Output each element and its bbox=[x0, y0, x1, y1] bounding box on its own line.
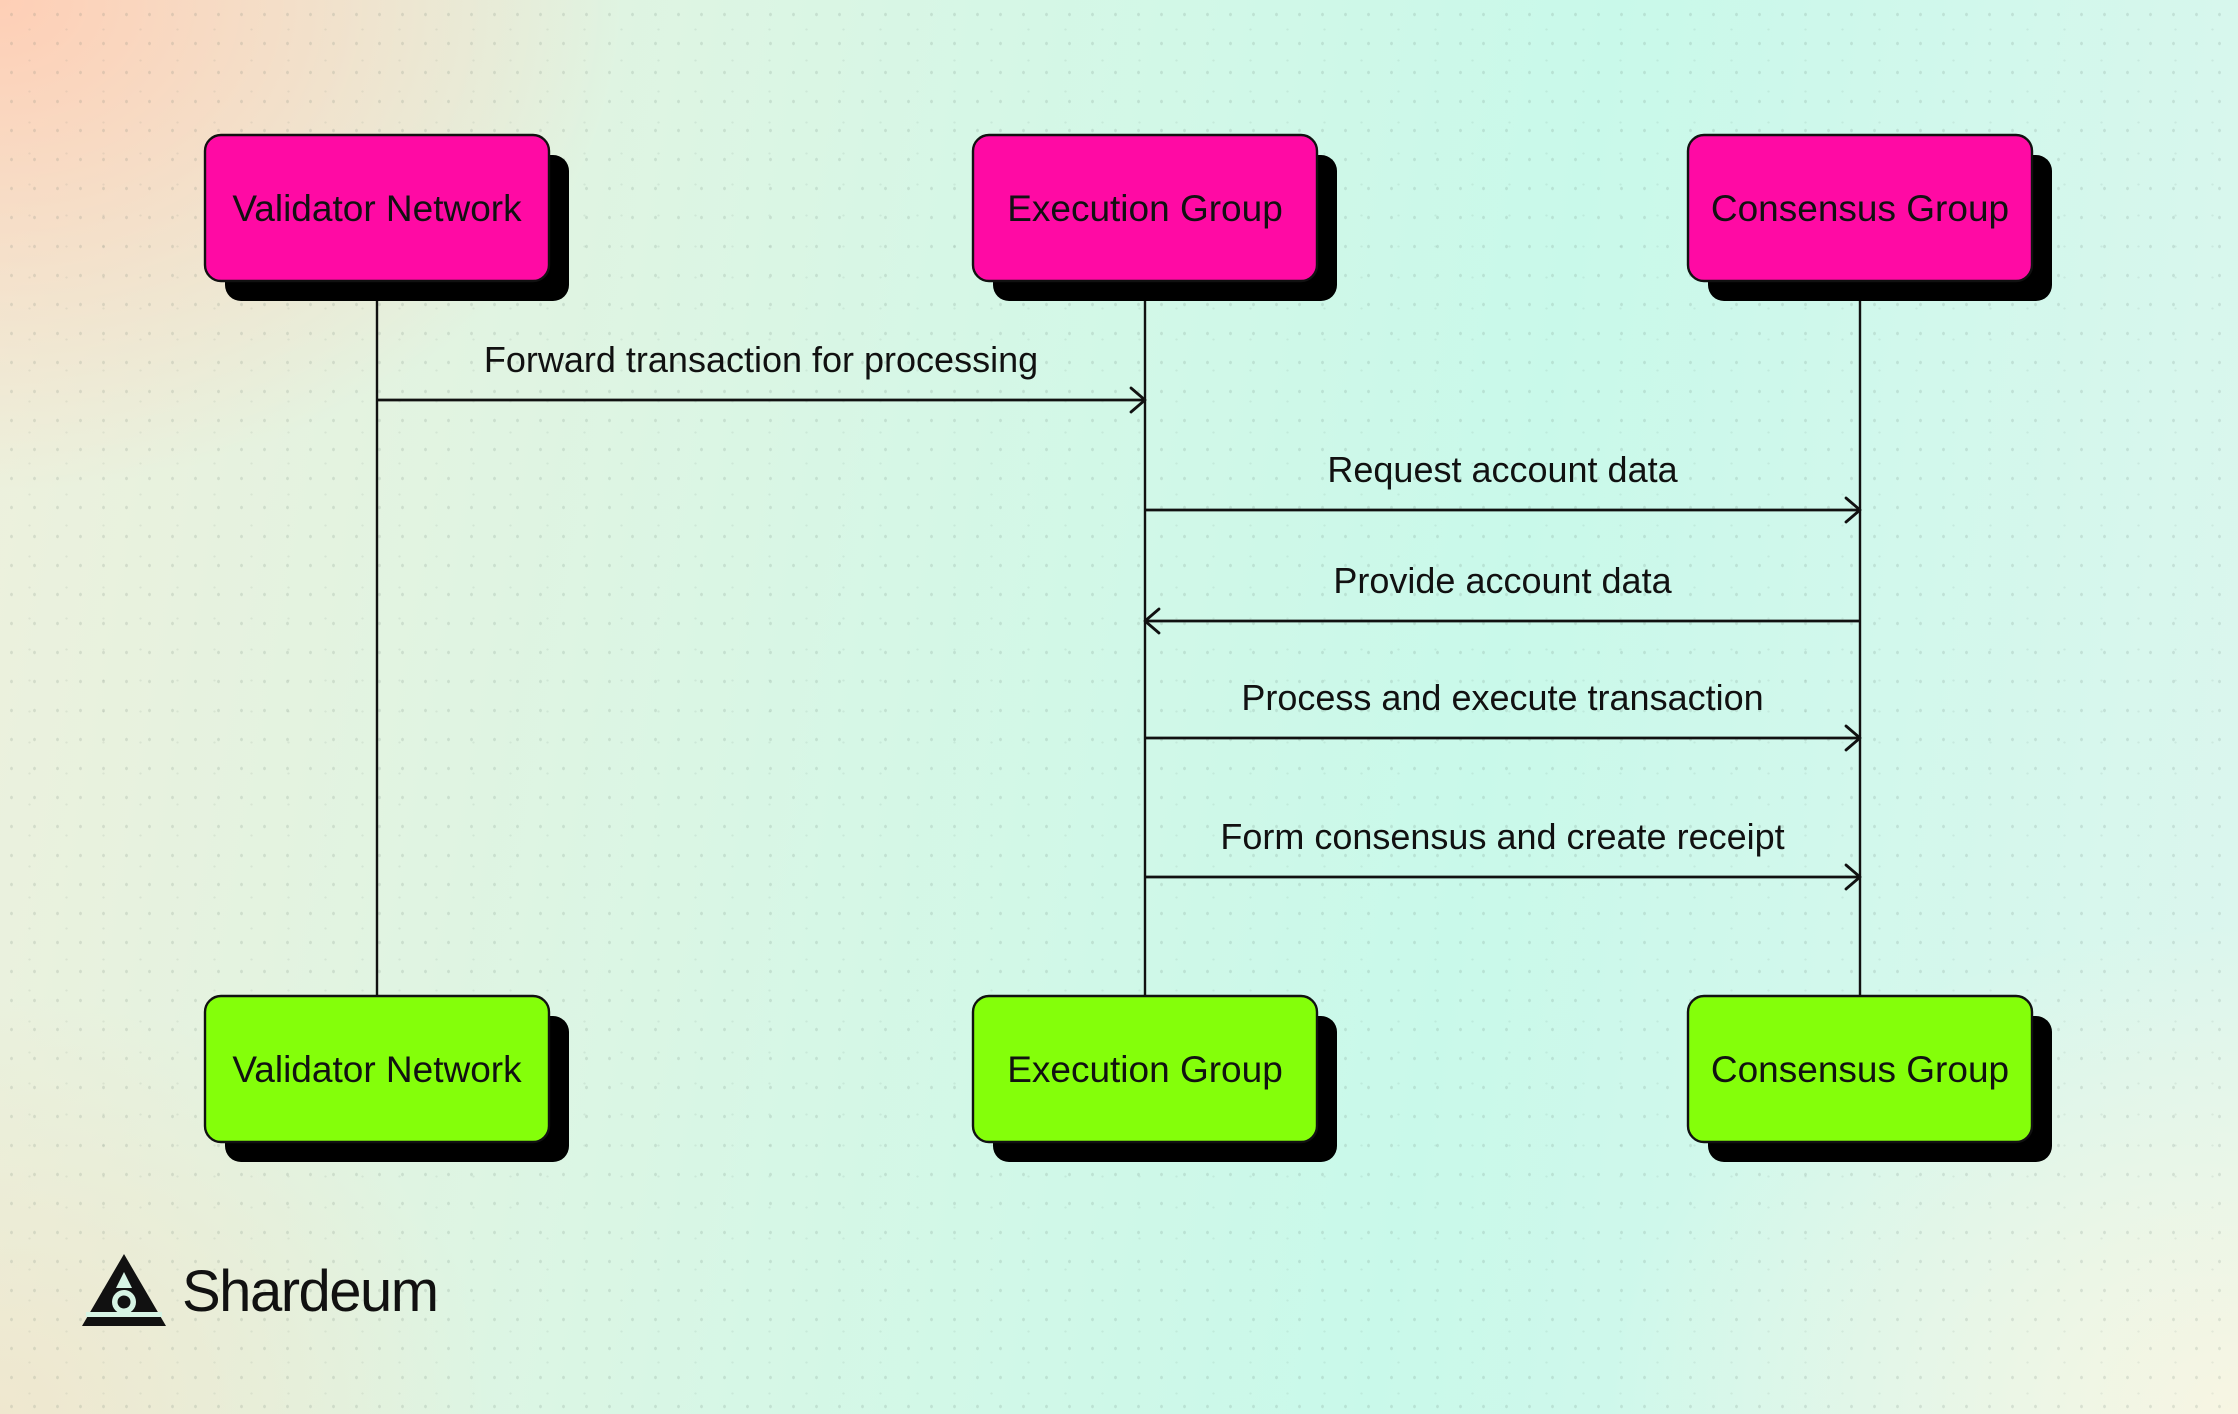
message-4: Process and execute transaction bbox=[1145, 677, 1862, 752]
participant-label: Validator Network bbox=[232, 1049, 522, 1090]
arrowhead-icon bbox=[1844, 724, 1862, 752]
participant-top-consensus: Consensus Group bbox=[1686, 133, 2052, 301]
message-label: Form consensus and create receipt bbox=[1220, 816, 1784, 857]
participant-box bbox=[1686, 994, 2034, 1144]
message-1: Forward transaction for processing bbox=[377, 339, 1147, 414]
participant-box bbox=[971, 133, 1319, 283]
message-label: Provide account data bbox=[1333, 560, 1672, 601]
message-2: Request account data bbox=[1145, 449, 1862, 524]
arrowhead-icon bbox=[1844, 496, 1862, 524]
arrowhead-icon bbox=[1129, 386, 1147, 414]
message-label: Request account data bbox=[1327, 449, 1678, 490]
message-label: Process and execute transaction bbox=[1241, 677, 1763, 718]
participant-label: Validator Network bbox=[232, 188, 522, 229]
participant-box bbox=[971, 994, 1319, 1144]
participant-box bbox=[203, 994, 551, 1144]
arrowhead-icon bbox=[1143, 607, 1161, 635]
shardeum-logo-icon bbox=[82, 1254, 166, 1326]
shardeum-logo: Shardeum bbox=[80, 1252, 439, 1332]
participant-bottom-consensus: Consensus Group bbox=[1686, 994, 2052, 1162]
message-5: Form consensus and create receipt bbox=[1145, 816, 1862, 891]
arrowhead-icon bbox=[1844, 863, 1862, 891]
participant-label: Consensus Group bbox=[1711, 188, 2009, 229]
participant-box bbox=[203, 133, 551, 283]
message-label: Forward transaction for processing bbox=[484, 339, 1038, 380]
brand-name: Shardeum bbox=[182, 1259, 439, 1324]
participant-top-validator: Validator Network bbox=[203, 133, 569, 301]
participant-bottom-validator: Validator Network bbox=[203, 994, 569, 1162]
participant-top-execution: Execution Group bbox=[971, 133, 1337, 301]
participant-label: Consensus Group bbox=[1711, 1049, 2009, 1090]
message-3: Provide account data bbox=[1143, 560, 1860, 635]
participant-box bbox=[1686, 133, 2034, 283]
participant-label: Execution Group bbox=[1007, 1049, 1283, 1090]
participant-label: Execution Group bbox=[1007, 188, 1283, 229]
participant-bottom-execution: Execution Group bbox=[971, 994, 1337, 1162]
